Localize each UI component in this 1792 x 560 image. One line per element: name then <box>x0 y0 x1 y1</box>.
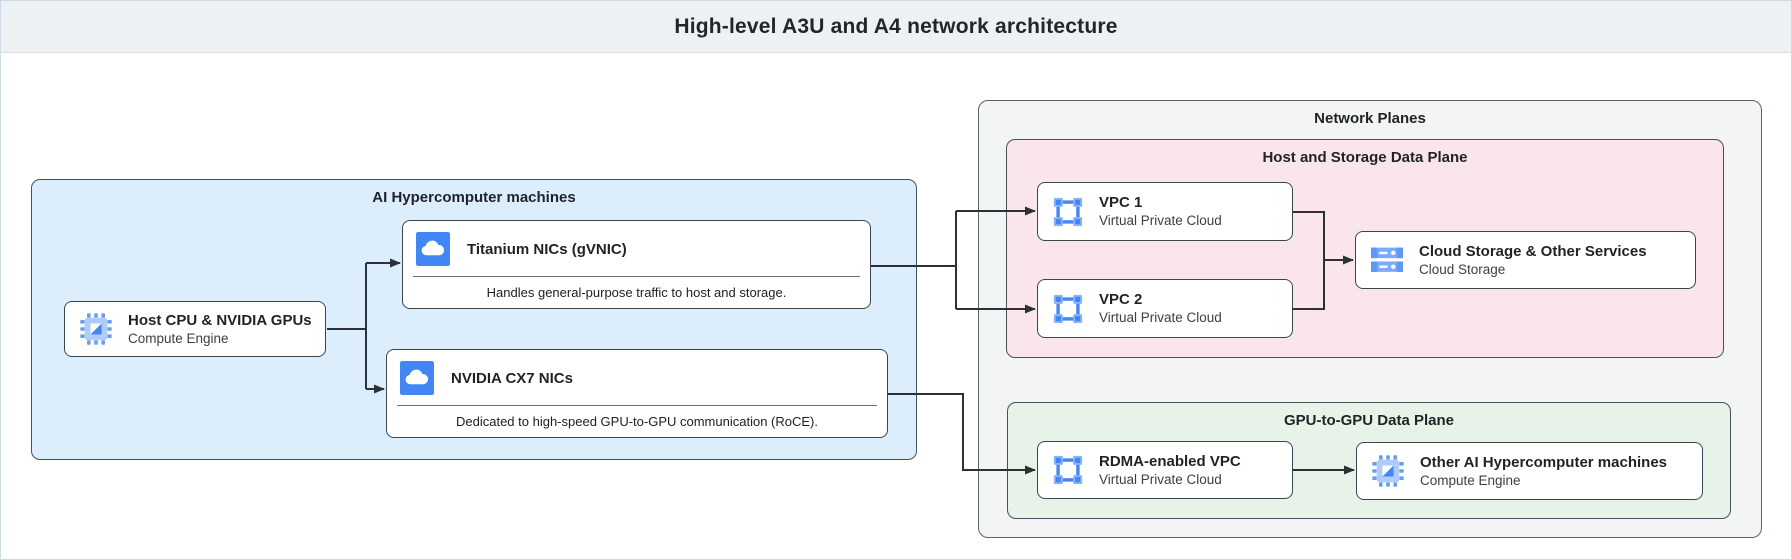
node-host-cpu: Host CPU & NVIDIA GPUs Compute Engine <box>64 301 326 357</box>
node-subtitle: Virtual Private Cloud <box>1099 471 1222 487</box>
ai-hypercomputer-title: AI Hypercomputer machines <box>372 189 576 206</box>
node-cloud-storage: Cloud Storage & Other Services Cloud Sto… <box>1355 231 1696 289</box>
node-vpc1: VPC 1 Virtual Private Cloud <box>1037 182 1293 241</box>
compute-engine-chip-icon <box>80 313 112 345</box>
gpu-plane-title: GPU-to-GPU Data Plane <box>1283 412 1455 429</box>
node-subtitle: Compute Engine <box>128 330 229 346</box>
node-subtitle: Virtual Private Cloud <box>1099 310 1222 326</box>
node-title: Cloud Storage & Other Services <box>1419 242 1647 260</box>
node-title: Titanium NICs (gVNIC) <box>467 240 627 258</box>
node-other-ai-machines: Other AI Hypercomputer machines Compute … <box>1356 442 1703 500</box>
cloud-storage-icon <box>1371 247 1403 272</box>
vpc-network-icon <box>1053 197 1083 226</box>
node-title: Other AI Hypercomputer machines <box>1420 453 1668 471</box>
cloud-nic-icon <box>416 232 450 266</box>
page-title: High-level A3U and A4 network architectu… <box>674 14 1118 38</box>
network-planes-title: Network Planes <box>1314 110 1426 127</box>
diagram-header: High-level A3U and A4 network architectu… <box>1 1 1791 53</box>
node-subtitle: Compute Engine <box>1420 472 1521 488</box>
node-title: NVIDIA CX7 NICs <box>451 369 573 387</box>
divider <box>413 276 860 277</box>
vpc-network-icon <box>1053 455 1083 485</box>
node-description: Dedicated to high-speed GPU-to-GPU commu… <box>456 414 818 429</box>
node-rdma-vpc: RDMA-enabled VPC Virtual Private Cloud <box>1037 441 1293 499</box>
node-cx7-nics: NVIDIA CX7 NICs Dedicated to high-speed … <box>386 349 888 438</box>
compute-engine-chip-icon <box>1372 455 1404 487</box>
node-subtitle: Cloud Storage <box>1419 261 1506 277</box>
divider <box>397 405 877 406</box>
cloud-nic-icon <box>400 361 434 395</box>
node-vpc2: VPC 2 Virtual Private Cloud <box>1037 279 1293 338</box>
node-title: RDMA-enabled VPC <box>1099 452 1241 470</box>
host-storage-plane-title: Host and Storage Data Plane <box>1262 149 1468 166</box>
node-title: VPC 2 <box>1099 291 1143 309</box>
node-titanium-nics: Titanium NICs (gVNIC) Handles general-pu… <box>402 220 871 309</box>
node-subtitle: Virtual Private Cloud <box>1099 213 1222 229</box>
node-title: VPC 1 <box>1099 194 1143 212</box>
vpc-network-icon <box>1053 294 1083 323</box>
node-title: Host CPU & NVIDIA GPUs <box>128 311 312 329</box>
node-description: Handles general-purpose traffic to host … <box>486 285 787 300</box>
